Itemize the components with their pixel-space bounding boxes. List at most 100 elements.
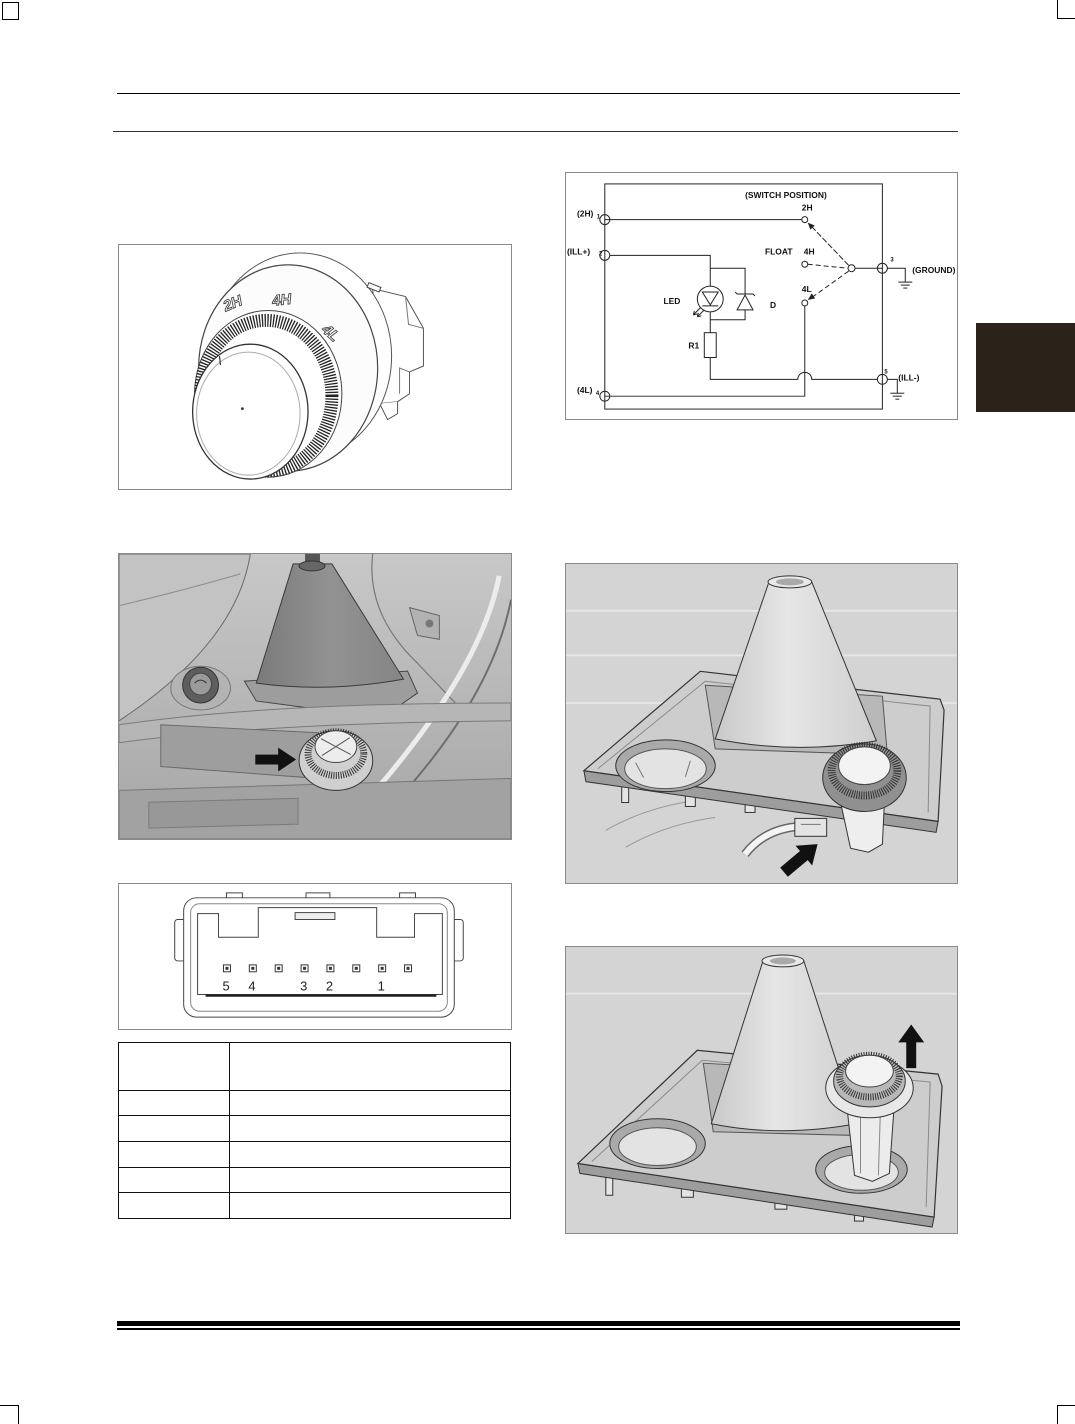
switch-circuit-diagram: (SWITCH POSITION) 2H (2H) 1 (ILL+) 2 FLO… <box>565 172 958 420</box>
label-pin2-name: (ILL+) <box>567 246 590 256</box>
knob-illustration: 2H 4H 4L <box>118 244 512 490</box>
pointer-arrow <box>780 844 818 877</box>
pin-label-2: 2 <box>326 979 333 994</box>
knob-pointer-mark <box>218 356 222 366</box>
ground-symbol-5 <box>887 378 905 400</box>
table-header-row <box>118 1042 511 1091</box>
switch-arm-4l <box>809 270 849 300</box>
label-pin1-name: (2H) <box>577 209 594 219</box>
label-pin3-name: (GROUND) <box>912 265 955 275</box>
table-cell <box>118 1042 230 1091</box>
knob-label-4h: 4H <box>271 292 294 310</box>
knob-center-dot <box>240 407 244 411</box>
connector-key <box>294 912 336 921</box>
switch-arm-2h <box>809 224 849 266</box>
pin-table <box>118 1042 511 1219</box>
table-row <box>118 1192 511 1219</box>
arrowhead-2h <box>807 222 815 230</box>
terminal-2 <box>599 249 611 261</box>
table-cell <box>118 1141 230 1168</box>
table-cell <box>118 1115 230 1142</box>
knob-label-2h: 2H <box>220 293 246 316</box>
table-row <box>118 1115 511 1142</box>
switch-pivot <box>847 264 856 273</box>
ground-symbol-3 <box>887 267 913 289</box>
table-cell <box>229 1115 511 1142</box>
contact-2h <box>801 216 809 224</box>
pin-label-5: 5 <box>222 979 229 994</box>
wire-ill-plus <box>609 254 711 287</box>
table-cell <box>229 1192 511 1219</box>
label-pos-4l: 4L <box>802 284 812 294</box>
connector-pins <box>222 964 413 973</box>
harness-connector <box>794 817 828 837</box>
label-pin2: 2 <box>599 251 603 257</box>
diode-symbol <box>710 267 756 321</box>
label-pin1: 1 <box>597 215 601 221</box>
label-pin4: 4 <box>596 391 600 397</box>
header-rule-bottom <box>113 131 958 132</box>
label-pin5-name: (ILL-) <box>898 372 919 382</box>
footer-rule-thick <box>117 1321 960 1326</box>
remove-knob-photo <box>565 946 958 1234</box>
pin-label-4: 4 <box>248 979 255 994</box>
crop-mark-top-left <box>2 2 19 20</box>
circuit-diagram-svg: (SWITCH POSITION) 2H (2H) 1 (ILL+) 2 FLO… <box>567 183 956 410</box>
disconnect-connector-svg <box>566 564 957 883</box>
label-led: LED <box>664 296 681 306</box>
table-row <box>118 1090 511 1116</box>
table-cell <box>229 1167 511 1193</box>
table-row <box>118 1167 511 1193</box>
connector-face-drawing: 5 4 3 2 1 <box>118 883 512 1030</box>
switch-arm-4h <box>807 263 848 269</box>
label-pin5: 5 <box>884 369 888 375</box>
terminal-4 <box>599 390 611 402</box>
cup-holder <box>615 739 716 793</box>
knob-knurl-ring <box>194 313 339 478</box>
pin-label-1: 1 <box>378 979 385 994</box>
lift-arrow <box>898 1024 925 1069</box>
section-tab <box>976 323 1075 412</box>
knob-cap <box>191 343 309 480</box>
arrowhead-4l <box>807 293 816 300</box>
cup-holder-left <box>609 1118 706 1169</box>
table-cell <box>229 1141 511 1168</box>
table-cell <box>229 1042 511 1091</box>
label-switch-position: (SWITCH POSITION) <box>745 190 827 200</box>
console-trim-right <box>371 554 456 704</box>
knob-indicator-slot <box>366 281 382 293</box>
shift-lever <box>305 554 320 566</box>
label-pos-2h: 2H <box>802 203 813 213</box>
label-diode: D <box>770 300 776 310</box>
crop-mark-bottom-left <box>0 1405 19 1424</box>
shift-boot-cone <box>714 581 878 748</box>
table-cell <box>229 1090 511 1116</box>
knob-assembly-lifted <box>825 1051 914 1119</box>
resistor-r1 <box>703 332 717 358</box>
label-pos-float: FLOAT <box>765 246 793 256</box>
remove-knob-svg <box>566 947 957 1233</box>
console-location-svg <box>119 554 511 839</box>
knob-assembly <box>822 741 907 812</box>
table-row <box>118 1141 511 1168</box>
label-resistor: R1 <box>688 341 699 351</box>
table-cell <box>118 1090 230 1116</box>
table-cell <box>118 1192 230 1219</box>
connector-face-svg: 5 4 3 2 1 <box>174 892 464 1018</box>
label-pin3: 3 <box>890 257 894 263</box>
connector-latch-profile <box>197 907 443 995</box>
contact-4h <box>801 260 809 268</box>
contact-4l <box>801 299 809 307</box>
crop-mark-bottom-right <box>1057 1405 1075 1424</box>
pin-label-3: 3 <box>300 979 307 994</box>
circuit-frame <box>604 183 883 410</box>
console-location-photo <box>118 553 512 840</box>
pointer-arrow <box>255 747 297 772</box>
led-symbol <box>692 285 724 318</box>
crop-mark-top-right <box>1057 0 1075 19</box>
table-cell <box>118 1167 230 1193</box>
shift-boot <box>255 563 405 688</box>
wire-ill-minus <box>709 357 878 380</box>
header-rule-top <box>117 93 960 94</box>
terminal-1 <box>599 214 611 226</box>
